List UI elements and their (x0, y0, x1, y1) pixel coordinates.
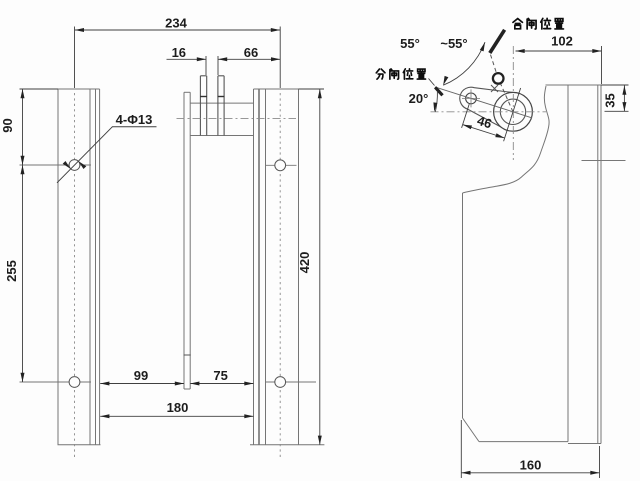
svg-text:55°: 55° (400, 36, 420, 51)
svg-text:99: 99 (134, 368, 148, 383)
svg-text:20°: 20° (409, 91, 429, 106)
svg-text:234: 234 (165, 16, 187, 31)
svg-text:255: 255 (4, 260, 19, 282)
svg-text:420: 420 (297, 252, 312, 274)
svg-text:90: 90 (0, 118, 15, 132)
svg-text:180: 180 (167, 400, 189, 415)
svg-text:16: 16 (172, 45, 186, 60)
svg-text:75: 75 (213, 368, 227, 383)
svg-text:102: 102 (551, 34, 573, 49)
svg-text:46: 46 (475, 113, 493, 132)
svg-text:160: 160 (520, 458, 542, 473)
svg-text:4-Φ13: 4-Φ13 (116, 112, 153, 127)
svg-text:66: 66 (244, 45, 258, 60)
svg-text:35: 35 (603, 93, 618, 107)
svg-text:~55°: ~55° (440, 36, 467, 51)
